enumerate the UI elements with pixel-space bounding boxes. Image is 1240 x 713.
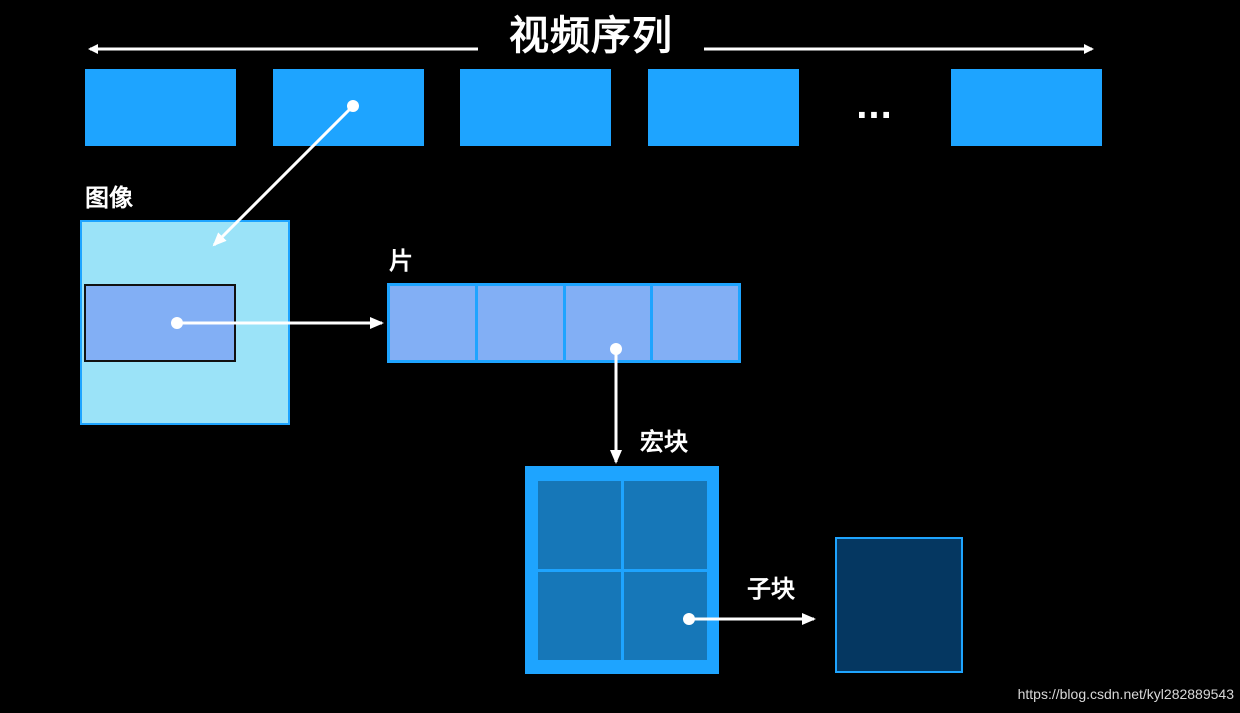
slice-strip [387, 283, 741, 363]
watermark-url: https://blog.csdn.net/kyl282889543 [1017, 686, 1234, 702]
macroblock-label: 宏块 [640, 428, 688, 456]
image-to-slice-arrow [171, 317, 384, 329]
frames-ellipsis: ... [855, 88, 893, 126]
slice-macroblock-1 [390, 286, 475, 360]
frame-to-image-arrow [212, 100, 359, 247]
subblock-box [835, 537, 963, 673]
subblock-label: 子块 [747, 575, 795, 603]
image-label: 图像 [85, 184, 133, 212]
video-frame-3 [460, 69, 611, 146]
video-frame-last [951, 69, 1102, 146]
slice-label: 片 [389, 247, 413, 275]
macroblock-subblock-3 [538, 572, 621, 660]
slice-macroblock-2 [477, 286, 563, 360]
video-frame-4 [648, 69, 799, 146]
diagram-title: 视频序列 [509, 13, 673, 59]
macroblock-subblock-2 [624, 481, 707, 569]
slice-macroblock-3 [565, 286, 651, 360]
slice-macroblock-4 [653, 286, 738, 360]
macroblock-subblock-1 [538, 481, 621, 569]
macroblock-to-subblock-arrow [683, 613, 816, 625]
video-frame-1 [85, 69, 236, 146]
slice-to-macroblock-arrow [610, 343, 622, 464]
